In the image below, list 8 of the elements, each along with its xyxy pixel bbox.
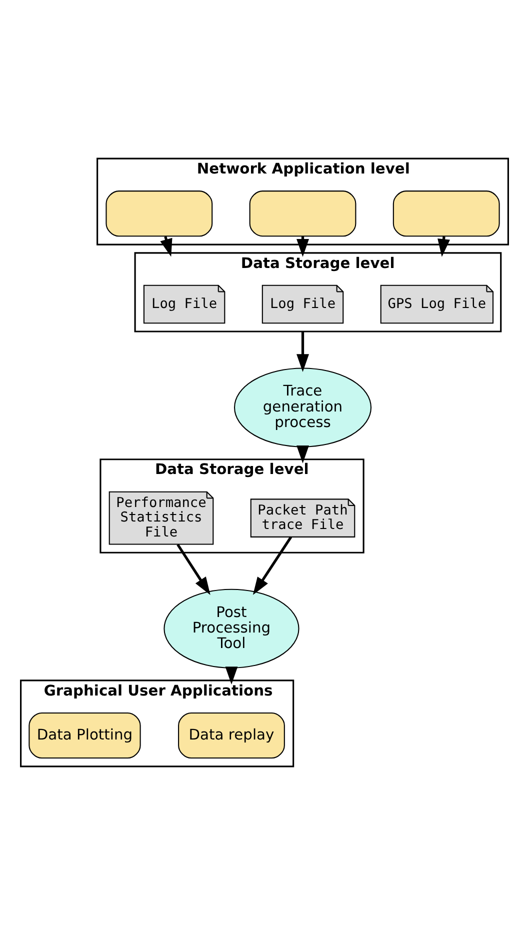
cluster: Network Application level	[96, 158, 509, 246]
node-box: Data replay	[178, 712, 285, 759]
arrow	[176, 544, 210, 595]
node-box	[249, 190, 356, 237]
node-box	[106, 190, 213, 237]
arrow	[296, 332, 309, 372]
node-box	[392, 190, 500, 237]
node-box: Data Plotting	[28, 712, 141, 759]
